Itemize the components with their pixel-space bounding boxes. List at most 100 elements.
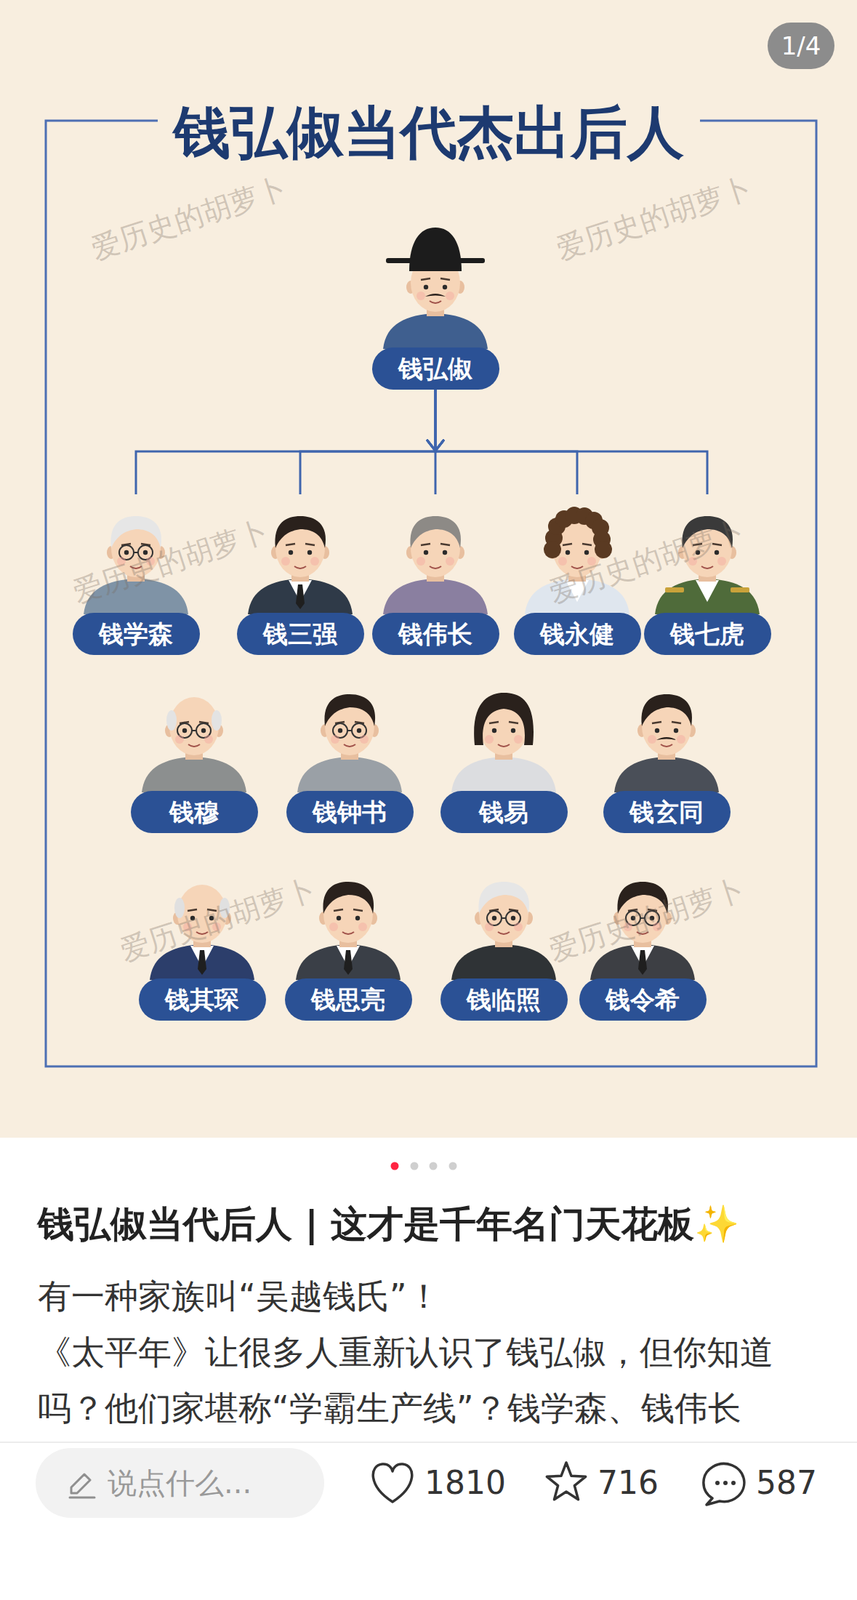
name-pill: 钱弘俶 (372, 347, 500, 390)
portrait-hair (591, 518, 610, 537)
portrait-ear (678, 545, 687, 559)
portrait-neck (127, 565, 145, 582)
portrait-brow (692, 543, 722, 546)
portrait-hair (110, 516, 162, 549)
portrait-neck (426, 565, 445, 582)
portrait-eye (288, 550, 293, 555)
arrow-head (427, 440, 444, 451)
portrait-head (275, 518, 325, 578)
portrait-hair (565, 506, 583, 525)
portrait (383, 227, 488, 349)
portrait-hat-wing (385, 258, 485, 264)
portrait-eye (630, 915, 636, 921)
post-body: 《太平年》让很多人重新认识了钱弘俶，但你知道吗？他们家堪称“学霸生产线”？钱学森… (37, 1324, 794, 1437)
portrait-ear (406, 545, 416, 559)
person-card: 钱伟长 (372, 494, 500, 655)
person-card: 钱玄同 (603, 672, 731, 834)
portrait-clothes (83, 578, 189, 615)
portrait-neck (193, 931, 211, 948)
portrait-brow (335, 721, 365, 724)
portrait-eye (492, 728, 497, 733)
portrait-cheek (359, 734, 369, 744)
portrait-ear (662, 911, 672, 925)
collect-icon (546, 1462, 586, 1500)
portrait-cheek (688, 556, 698, 566)
portrait-cheek (676, 734, 686, 744)
portrait-glasses (191, 729, 197, 732)
portrait (297, 694, 402, 793)
portrait-cheek (513, 734, 523, 744)
portrait-head (169, 697, 219, 756)
portrait-illustration (291, 672, 408, 793)
portrait-illustration (445, 672, 562, 793)
portrait-hair (409, 516, 461, 549)
portrait-hair (166, 710, 177, 731)
portrait-eye (355, 915, 360, 921)
portrait-glasses (347, 729, 352, 732)
diagram-title: 钱弘俶当代杰出后人 (157, 97, 700, 168)
portrait-eye (492, 915, 497, 921)
person-card: 钱学森 (72, 494, 200, 655)
watermark: 爱历史的胡萝卜 (544, 871, 749, 968)
portrait-clothes (451, 756, 557, 793)
portrait-hat (409, 227, 462, 272)
portrait-neck (698, 565, 716, 582)
portrait-brow (489, 909, 519, 911)
portrait-hair (219, 897, 230, 919)
watermark: 爱历史的胡萝卜 (551, 170, 756, 267)
portrait-ear (686, 723, 696, 738)
portrait-eye (654, 728, 660, 733)
portrait-neck (495, 931, 513, 948)
portrait-cheek (175, 734, 184, 744)
collect-count: 716 (597, 1463, 659, 1502)
portrait-neck (291, 565, 309, 582)
portrait-cheek (330, 734, 340, 744)
portrait-hair (594, 540, 613, 559)
portrait-mustache (656, 737, 677, 740)
portrait-cheek (416, 291, 426, 301)
portrait-clothes (383, 313, 488, 349)
portrait-ear (165, 723, 174, 738)
portrait-hair (473, 692, 534, 746)
carousel-dot (410, 1162, 419, 1171)
portrait-ear (524, 911, 533, 925)
portrait-ear (727, 545, 737, 559)
input-hint: 说点什么... (107, 1465, 252, 1501)
page-counter-pill (767, 22, 835, 70)
portrait (383, 516, 488, 615)
portrait-eye (423, 284, 429, 290)
portrait-brow (121, 543, 151, 546)
portrait-mouth (636, 931, 649, 935)
portrait-hair (641, 694, 692, 727)
portrait-ear (548, 545, 557, 559)
portrait-neck (426, 300, 445, 317)
portrait-eye (209, 915, 214, 921)
portrait-mouth (343, 744, 356, 747)
portrait-neck (568, 565, 586, 582)
portrait-clothes (149, 944, 255, 980)
portrait-clothes (141, 756, 247, 793)
portrait-ear (106, 545, 116, 559)
portrait-glasses (133, 551, 139, 554)
portrait-ear (637, 723, 647, 738)
portrait-head (177, 884, 227, 943)
person-card: 钱其琛 (138, 859, 267, 1021)
portrait-illustration (135, 672, 253, 793)
portrait-clothes (297, 756, 402, 793)
portrait-clothes (654, 578, 760, 615)
portrait-hair (543, 540, 562, 559)
portrait-clothes (295, 944, 401, 980)
portrait-glasses (177, 723, 192, 738)
portrait-hair (681, 516, 733, 549)
portrait-hair (324, 694, 376, 727)
portrait-cheek (647, 734, 657, 744)
portrait (524, 506, 630, 615)
name-pill: 钱永健 (513, 612, 642, 655)
person-card: 钱思亮 (284, 859, 413, 1021)
name-pill: 钱易 (440, 790, 568, 834)
portrait-ear (613, 911, 623, 925)
portrait-neck (185, 743, 203, 760)
portrait-mouth (342, 931, 354, 935)
portrait-mouth (429, 566, 442, 569)
